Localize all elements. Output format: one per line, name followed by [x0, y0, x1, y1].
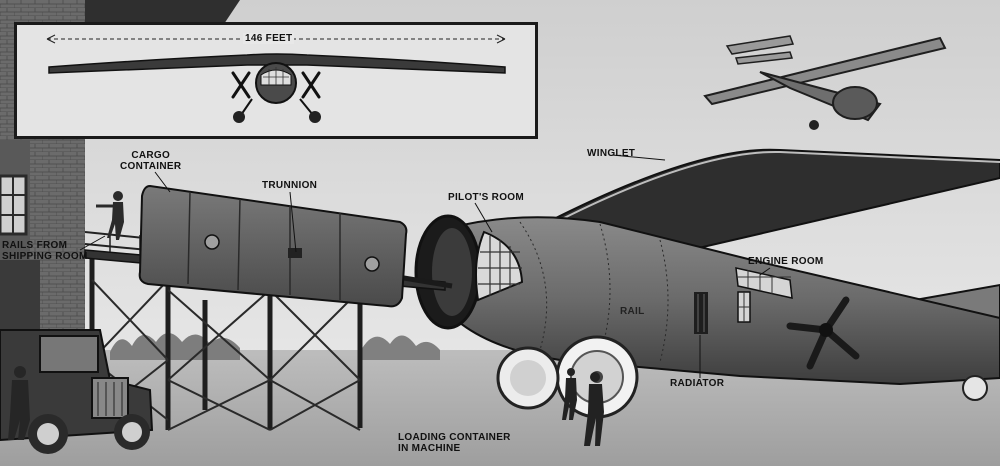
label-trunnion: TRUNNION — [262, 180, 318, 191]
label-cargo-container: CARGO CONTAINER — [120, 150, 181, 172]
engine-room-window — [735, 267, 793, 323]
label-loading-line2: IN MACHINE — [398, 443, 461, 454]
radiator-grille — [694, 292, 708, 334]
ground-crew — [562, 368, 604, 446]
worker-on-platform — [96, 191, 124, 240]
label-radiator: RADIATOR — [670, 378, 725, 389]
label-cargo-line1: CARGO — [131, 150, 171, 161]
label-rail: RAIL — [620, 306, 645, 317]
flying-aircraft — [703, 35, 947, 130]
label-engine-room: ENGINE ROOM — [748, 256, 824, 267]
label-rails-line1: RAILS FROM — [2, 240, 68, 251]
label-loading-container: LOADING CONTAINER IN MACHINE — [398, 432, 511, 454]
inset-panel: 146 FEET — [14, 22, 538, 139]
label-cargo-line2: CONTAINER — [120, 161, 182, 172]
inset-front-view — [46, 34, 506, 123]
label-rails-line2: SHIPPING ROOM — [2, 251, 88, 262]
cargo-container-shape — [138, 184, 408, 308]
label-loading-line1: LOADING CONTAINER — [398, 432, 511, 443]
label-winglet: WINGLET — [587, 148, 636, 159]
pilot-window — [475, 230, 524, 302]
label-rails: RAILS FROM SHIPPING ROOM — [2, 240, 88, 262]
truck — [0, 329, 154, 454]
driver — [8, 366, 30, 440]
label-pilots-room: PILOT'S ROOM — [448, 192, 524, 203]
inset-span-label: 146 FEET — [243, 33, 295, 44]
wing — [544, 148, 1000, 252]
